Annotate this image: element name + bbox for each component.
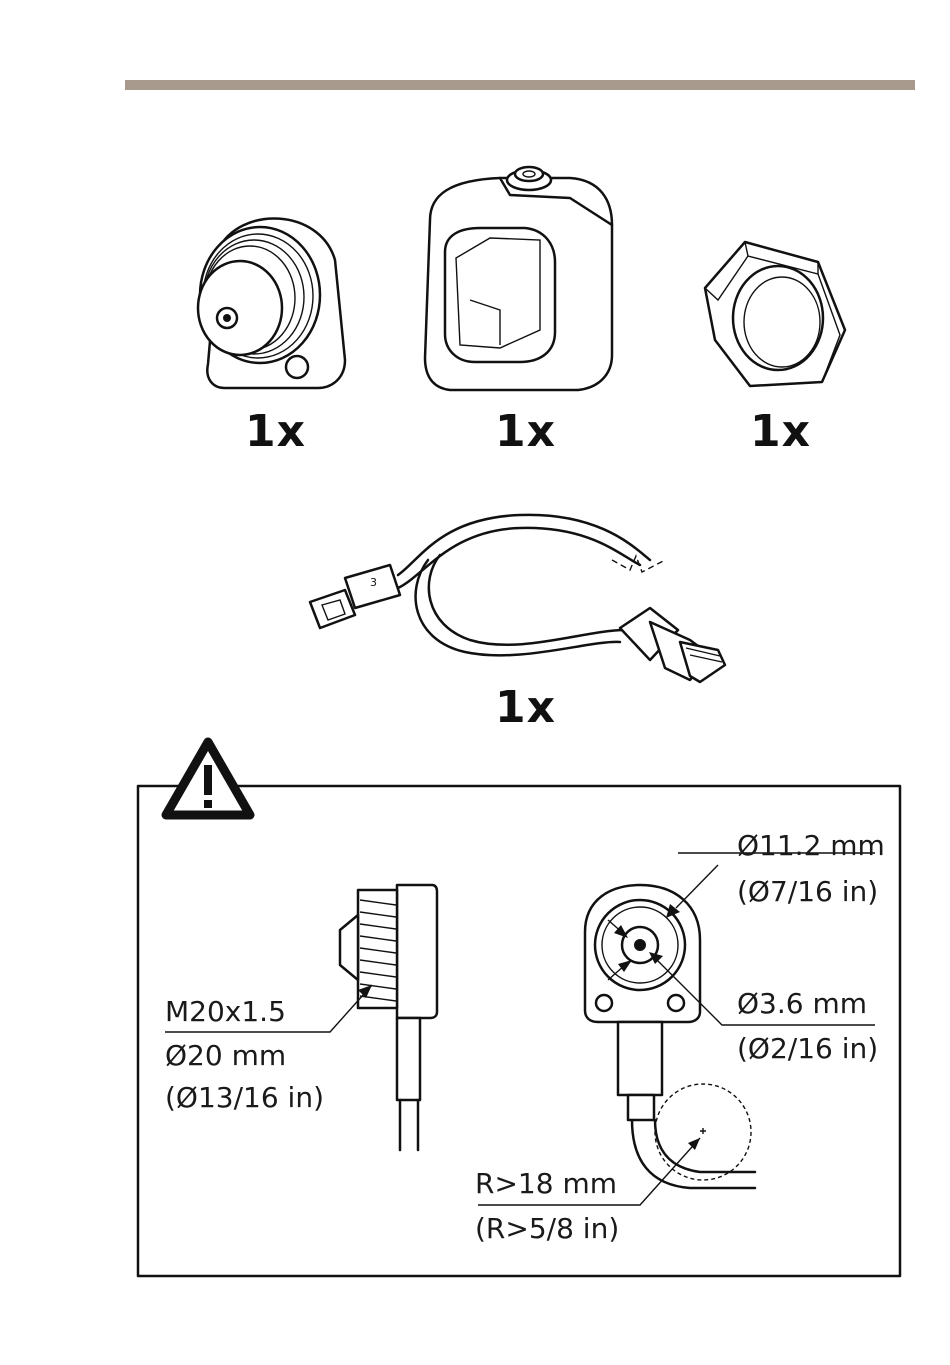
warning-triangle-icon [166, 742, 250, 815]
outer-diameter-in: (Ø7/16 in) [737, 878, 878, 906]
cable-illustration: 3 [310, 515, 725, 682]
outer-diameter-mm: Ø11.2 mm [737, 832, 885, 860]
bend-radius-in: (R>5/8 in) [475, 1215, 619, 1243]
quantity-label: 1x [495, 686, 556, 730]
bend-radius-mm: R>18 mm [475, 1170, 617, 1198]
thread-diameter-in: (Ø13/16 in) [165, 1084, 324, 1112]
quantity-label: 1x [495, 410, 556, 454]
hex-nut-illustration [705, 242, 845, 386]
thread-diameter-mm: Ø20 mm [165, 1042, 286, 1070]
lens-diameter-in: (Ø2/16 in) [737, 1035, 878, 1063]
bracket-illustration [425, 167, 612, 390]
quantity-label: 1x [245, 410, 306, 454]
lens-diameter-mm: Ø3.6 mm [737, 990, 867, 1018]
sensor-unit-illustration [198, 218, 345, 388]
thread-label: M20x1.5 [165, 998, 286, 1026]
quantity-label: 1x [750, 410, 811, 454]
svg-text:3: 3 [370, 576, 377, 589]
